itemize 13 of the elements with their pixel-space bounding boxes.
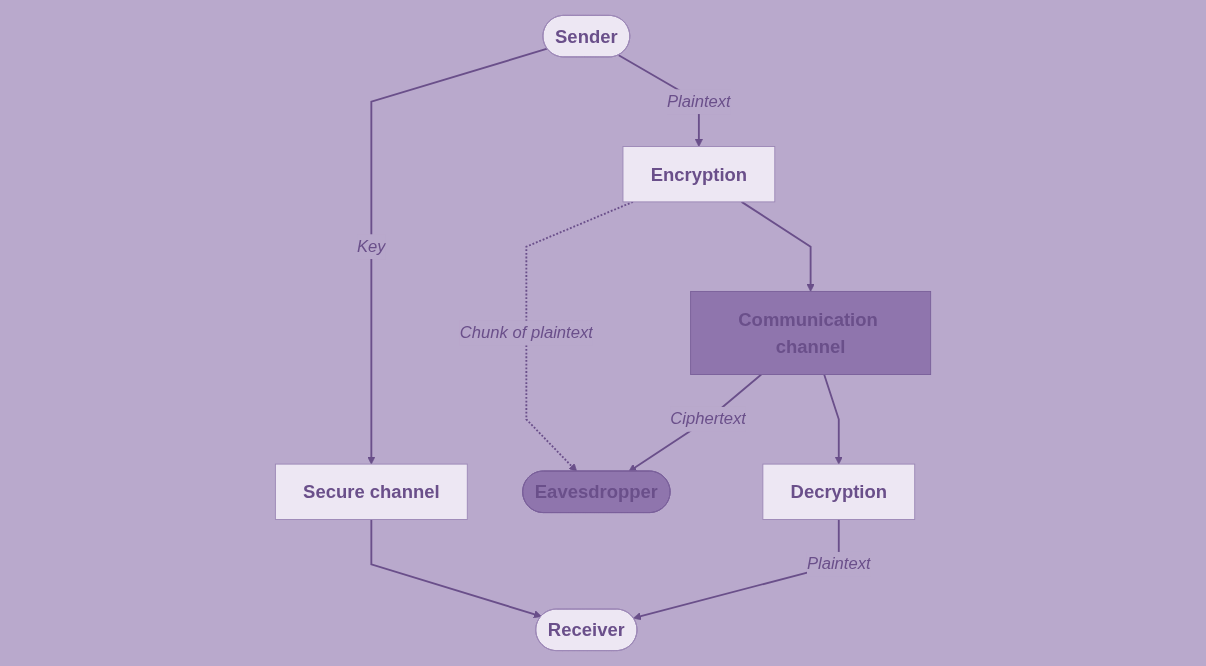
arrow (370, 518, 542, 619)
edge-label: Ciphertext (670, 409, 746, 429)
node-box: Decryption (762, 463, 916, 520)
arrow (740, 200, 815, 292)
arrow (628, 373, 763, 472)
edge-label: Plaintext (806, 554, 871, 574)
edge-label: Key (357, 236, 386, 256)
edge-label: Plaintext (666, 92, 731, 111)
arrow (823, 373, 843, 465)
arrow (367, 47, 549, 465)
edge-label: Chunk of plaintext (459, 323, 593, 342)
node-box: Encryption (622, 146, 776, 203)
node-box: Secure channel (274, 463, 468, 520)
